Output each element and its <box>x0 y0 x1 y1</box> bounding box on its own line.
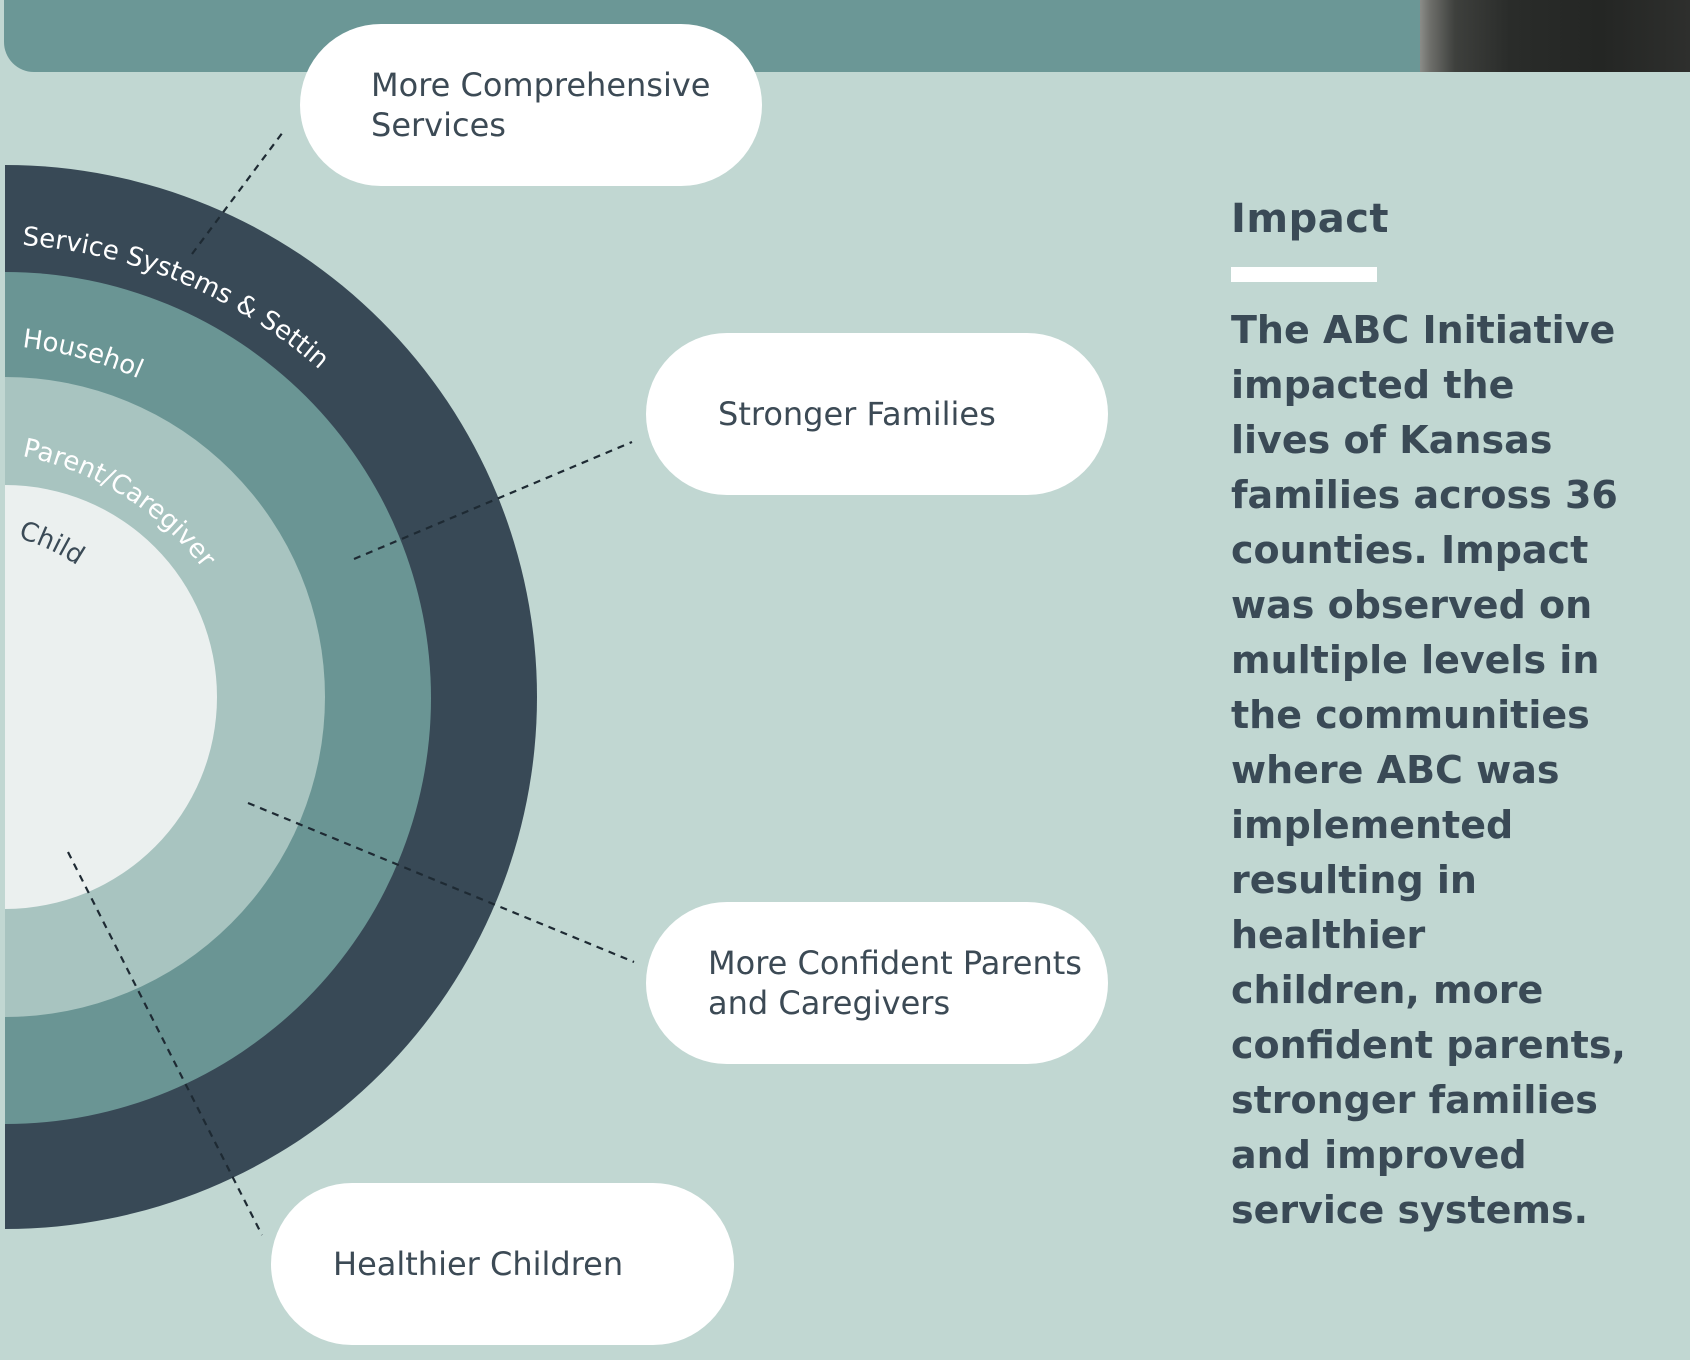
impact-title: Impact <box>1231 196 1390 242</box>
callout-label: More Comprehensive Services <box>371 66 711 144</box>
connector-household <box>353 440 633 561</box>
connector-parent-caregiver <box>247 801 635 964</box>
ring-child <box>5 485 217 909</box>
callout-label: Stronger Families <box>718 395 996 433</box>
callout-stronger-families: Stronger Families <box>646 333 1108 495</box>
callout-label: More Confident Parents and Caregivers <box>708 944 1082 1022</box>
callout-label: Healthier Children <box>333 1245 624 1283</box>
callout-more-confident-parents: More Confident Parents and Caregivers <box>646 902 1108 1064</box>
header-photo <box>1420 0 1690 72</box>
connector-child <box>67 851 263 1236</box>
callout-more-comprehensive-services: More Comprehensive Services <box>300 24 762 186</box>
impact-title-underline <box>1231 267 1377 282</box>
impact-body-text: The ABC Initiative impacted the lives of… <box>1231 308 1626 1232</box>
callout-healthier-children: Healthier Children <box>271 1183 734 1345</box>
